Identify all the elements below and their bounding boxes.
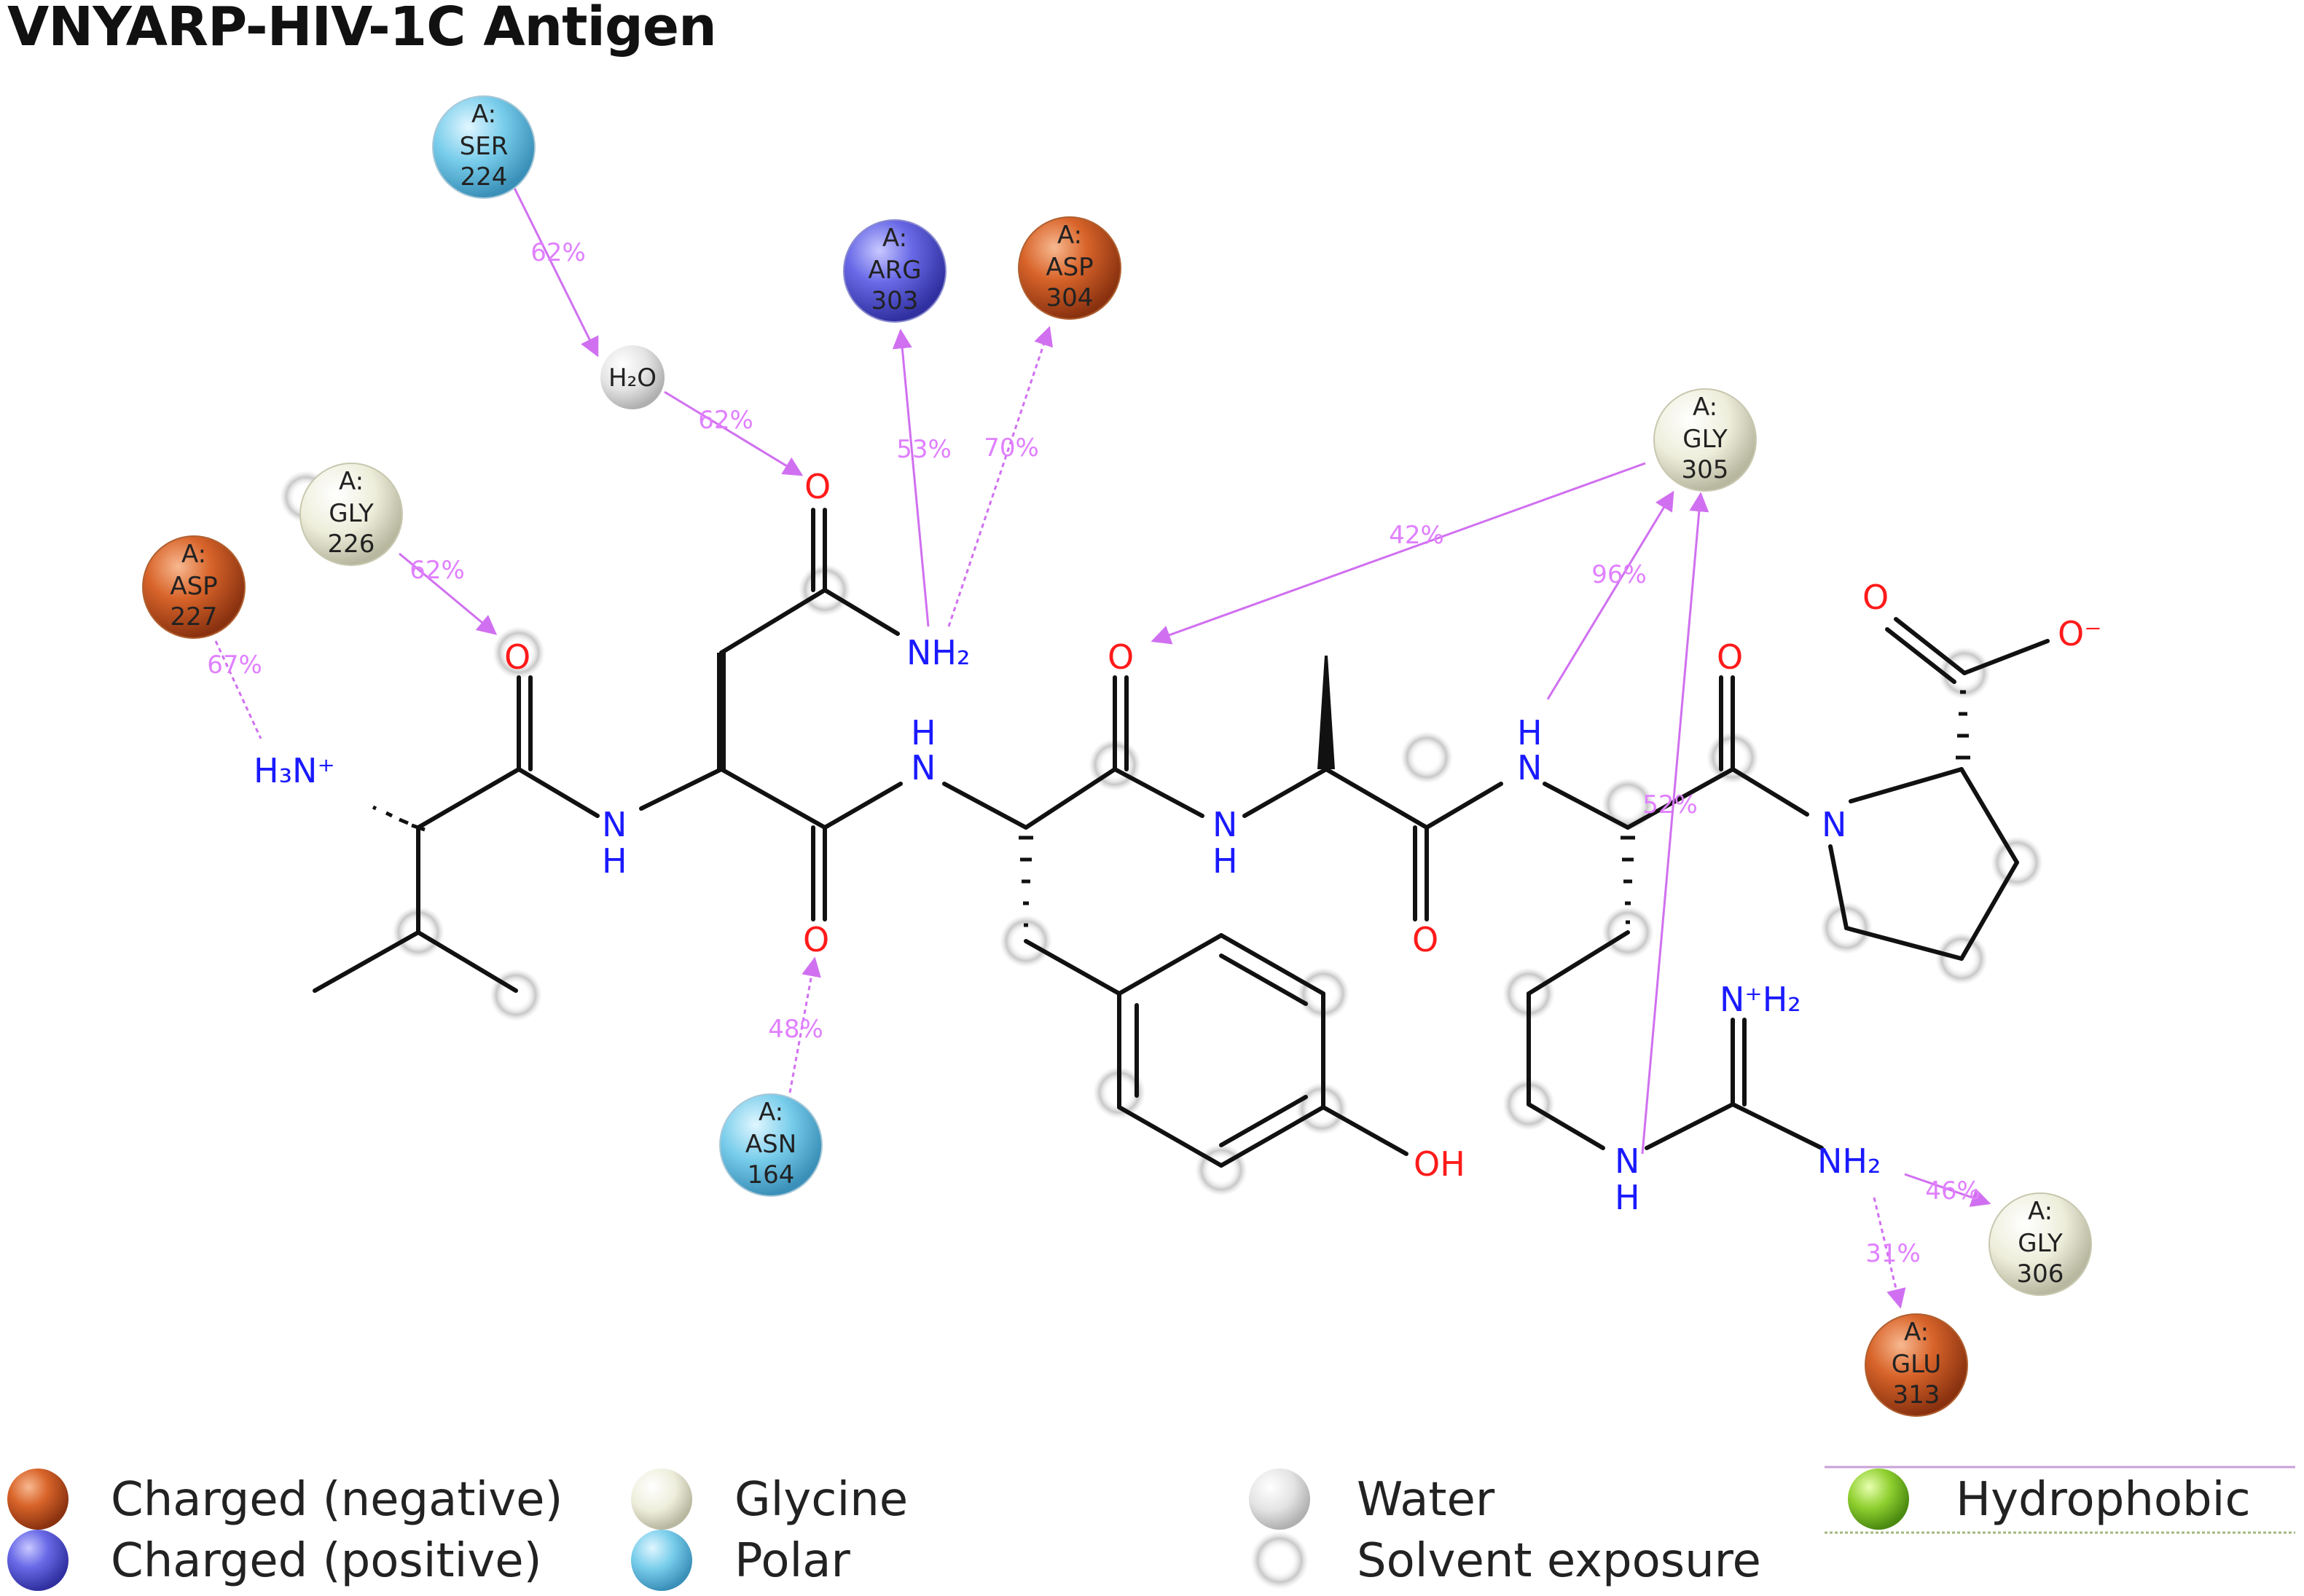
water-label: H₂O [608,363,657,393]
svg-text:GLY: GLY [2018,1229,2063,1258]
svg-text:226: 226 [328,530,375,559]
atom-n-pro: N [1822,805,1846,844]
svg-text:A:: A: [181,540,206,569]
atom-nh2-side: NH₂ [906,633,970,672]
pct-asp227: 67% [207,650,262,680]
residue-asp227: A: ASP 227 [142,535,246,639]
svg-text:Water: Water [1357,1473,1495,1527]
interaction-percentages: 62% 62% 53% 70% 62% 67% 42% 96% 52% 48% … [207,238,1980,1268]
legend-item-solvent-exposure: Solvent exposure [1250,1531,1761,1589]
residue-glu313: A: GLU 313 [1865,1313,1968,1417]
pct-gly305-o: 42% [1389,521,1444,550]
svg-text:Hydrophobic: Hydrophobic [1956,1473,2251,1527]
svg-text:GLY: GLY [329,499,374,528]
svg-text:GLY: GLY [1682,425,1728,454]
svg-text:164: 164 [748,1160,795,1190]
residue-asp304: A: ASP 304 [1018,216,1121,320]
legend-item-glycine: Glycine [631,1469,908,1530]
svg-text:A:: A: [882,224,907,253]
svg-text:305: 305 [1682,455,1729,484]
svg-text:Charged (negative): Charged (negative) [111,1473,563,1527]
diagram-title: VNYARP-HIV-1C Antigen [7,0,717,58]
atom-o-pro1: O [1862,578,1889,617]
solvent-exposure-halos [280,471,2043,1196]
atom-nh2: N [911,748,936,787]
atom-nh1-h: H [602,841,627,881]
svg-text:Solvent exposure: Solvent exposure [1357,1534,1761,1588]
svg-text:224: 224 [461,162,508,192]
svg-text:ASP: ASP [170,572,217,601]
residue-gly306: A: GLY 306 [1988,1192,2092,1296]
svg-text:ASN: ASN [745,1130,796,1159]
atom-nh-guan-h: H [1615,1178,1640,1217]
pct-gly305-guan: 52% [1642,790,1698,819]
legend-item-water: Water [1249,1469,1495,1530]
atom-h3n: H₃N⁺ [254,751,335,790]
pct-gly226: 62% [410,556,465,585]
pct-asn164: 48% [768,1015,823,1044]
atom-o-arg: O [1717,637,1743,677]
svg-text:SER: SER [460,132,509,161]
svg-text:A:: A: [339,467,364,496]
svg-text:A:: A: [471,100,496,129]
svg-text:313: 313 [1893,1380,1940,1410]
atom-nh2-plus: N⁺H₂ [1720,980,1801,1019]
legend-item-polar: Polar [631,1530,850,1591]
atom-nh2-guan: NH₂ [1817,1141,1881,1181]
atom-oh: OH [1414,1144,1465,1184]
svg-text:A:: A: [759,1098,783,1127]
pct-gly306: 46% [1925,1176,1980,1206]
stereo-bonds [372,653,1970,927]
atom-nh3: N [1212,805,1237,844]
pct-water-o: 62% [698,406,753,435]
atom-nh1: N [602,805,627,844]
pct-gly305-nh: 96% [1591,560,1647,589]
atom-o-side: O [804,467,831,506]
svg-text:306: 306 [2017,1259,2064,1289]
atom-labels: H₃N⁺ O N H O NH₂ O H N O N H O H N O N O… [254,467,2102,1217]
legend: Charged (negative) Charged (positive) Gl… [7,1466,2295,1591]
pct-arg303: 53% [896,435,952,464]
svg-text:Glycine: Glycine [734,1473,908,1527]
interaction-lines [214,178,1991,1309]
atom-o-val: O [504,637,530,677]
molecule-bonds [313,508,2050,1168]
atom-nh2-h: H [911,713,936,752]
atom-nh4: N [1517,748,1542,787]
svg-text:A:: A: [1904,1318,1929,1347]
residue-arg303: A: ARG 303 [843,219,947,323]
svg-text:ARG: ARG [868,256,921,285]
residue-ser224: A: SER 224 [432,95,536,199]
atom-o-pro2: O⁻ [2058,614,2102,653]
svg-text:303: 303 [871,286,919,315]
water-node: H₂O [600,345,665,409]
svg-text:Charged (positive): Charged (positive) [111,1534,542,1588]
atom-nh3-h: H [1212,841,1238,881]
legend-item-hydrophobic: Hydrophobic [1825,1466,2295,1534]
svg-text:A:: A: [1057,221,1082,250]
atom-o-ala: O [1412,920,1438,959]
residue-asn164: A: ASN 164 [719,1093,823,1197]
atom-o-tyr: O [1108,637,1134,677]
legend-item-charged-negative: Charged (negative) [7,1469,563,1530]
atom-nh-guan: N [1615,1141,1639,1181]
svg-text:ASP: ASP [1046,253,1093,282]
svg-text:A:: A: [2028,1197,2053,1226]
svg-text:227: 227 [171,602,218,632]
svg-text:304: 304 [1046,283,1094,312]
legend-item-charged-positive: Charged (positive) [7,1530,542,1591]
residue-gly305: A: GLY 305 [1653,388,1757,492]
pct-glu313: 31% [1865,1239,1921,1268]
atom-nh4-h: H [1517,713,1543,752]
svg-text:Polar: Polar [734,1534,850,1588]
atom-o-asn: O [803,920,829,959]
svg-text:GLU: GLU [1892,1350,1941,1379]
pct-ser224-water: 62% [530,238,586,267]
residue-gly226: A: GLY 226 [299,463,403,566]
pct-asp304: 70% [984,433,1039,463]
svg-text:A:: A: [1693,393,1717,422]
residue-nodes: A: SER 224 A: ARG 303 A: ASP 304 A: GLY … [142,95,2092,1417]
